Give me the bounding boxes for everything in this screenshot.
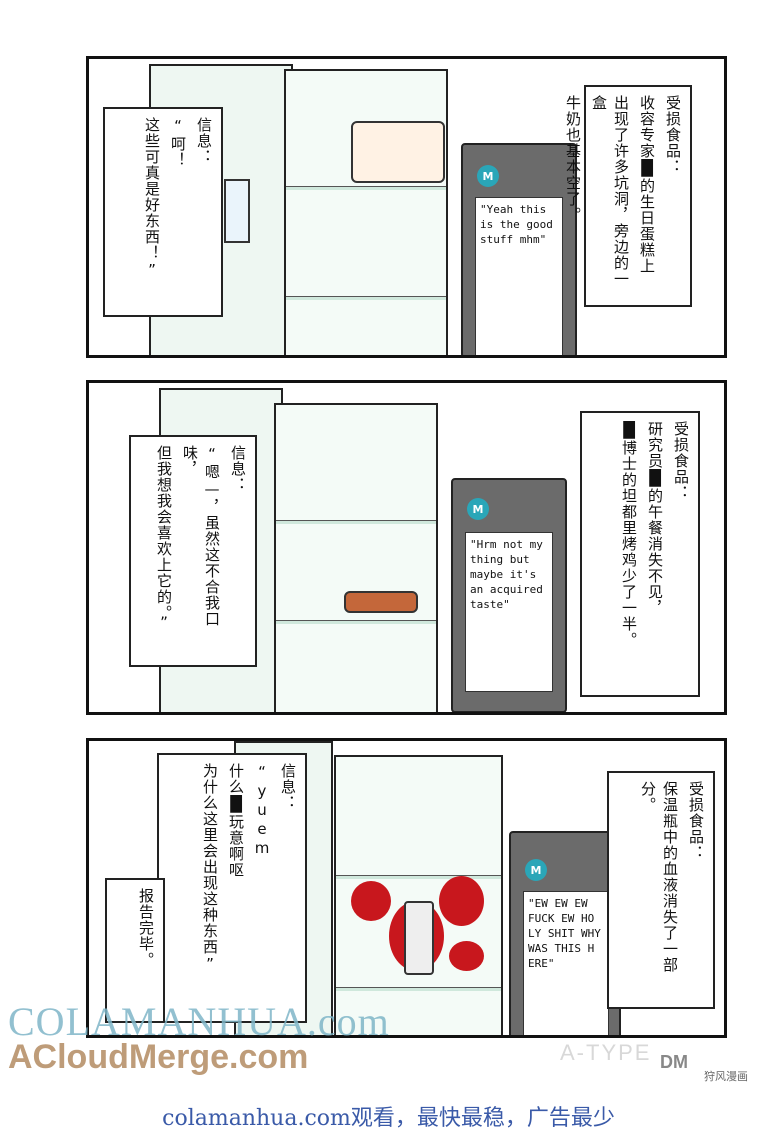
blood-splatter <box>439 876 484 926</box>
speech-line-1: “嗯—，虽然这不合我口味， <box>181 445 221 627</box>
speech-box: 信息： “嗯—，虽然这不合我口味， 但我想我会喜欢上它的。” <box>129 435 257 667</box>
report-label: 受损食品： <box>687 781 705 861</box>
phone: M "EW EW EW FUCK EW HO LY SHIT WHY WAS T… <box>509 831 621 1035</box>
footer-text: colamanhua.com观看，最快最稳，广告最少 <box>162 1106 615 1131</box>
report-line-1: 保温瓶中的血液消失了一部分。 <box>639 781 679 973</box>
watermark-atype: A-TYPE <box>560 1040 652 1065</box>
speech-label: 信息： <box>229 445 247 493</box>
thermos <box>404 901 434 975</box>
tandoori-chicken <box>344 591 418 613</box>
report-label: 受损食品： <box>664 95 682 175</box>
phone: M "Yeah this is the good stuff mhm" <box>461 143 577 355</box>
report-line-2: 出现了许多坑洞，旁边的一盒 <box>590 95 630 287</box>
speech-line-1: “yuem <box>253 763 271 858</box>
phone-message: "Yeah this is the good stuff mhm" <box>475 197 563 355</box>
phone-message: "EW EW EW FUCK EW HO LY SHIT WHY WAS THI… <box>523 891 609 1035</box>
report-box: 受损食品： 研究员█的午餐消失不见， █博士的坦都里烤鸡少了一半。 <box>580 411 700 697</box>
watermark-colamanhua: COLAMANHUA.com <box>8 999 390 1044</box>
speech-line-2: 这些可真是好东西！” <box>143 117 161 280</box>
speech-line-3: 为什么这里会出现这种东西” <box>201 763 219 974</box>
m-logo-icon: M <box>525 859 547 881</box>
panel-2: 信息： “嗯—，虽然这不合我口味， 但我想我会喜欢上它的。” M "Hrm no… <box>86 380 727 715</box>
m-logo-icon: M <box>467 498 489 520</box>
speech-line-1: “呵！ <box>169 117 187 168</box>
report-label: 受损食品： <box>672 421 690 501</box>
speech-label: 信息： <box>195 117 213 165</box>
watermark-small: 狩风漫画 <box>704 1070 748 1083</box>
report-end-label: 报告完毕。 <box>137 888 155 968</box>
speech-line-2: 但我想我会喜欢上它的。” <box>155 445 173 633</box>
panel-3: 信息： “yuem 什么█玩意啊呕 为什么这里会出现这种东西” 报告完毕。 M … <box>86 738 727 1038</box>
report-line-1: 研究员█的午餐消失不见， <box>646 421 664 616</box>
report-box: 受损食品： 收容专家█的生日蛋糕上 出现了许多坑洞，旁边的一盒 牛奶也基本空了。 <box>564 85 692 307</box>
report-box: 受损食品： 保温瓶中的血液消失了一部分。 <box>607 771 715 1009</box>
blood-splatter <box>351 881 391 921</box>
phone-message: "Hrm not my thing but maybe it's an acqu… <box>465 532 553 692</box>
speech-label: 信息： <box>279 763 297 811</box>
speech-box: 信息： “yuem 什么█玩意啊呕 为什么这里会出现这种东西” <box>157 753 307 1023</box>
watermark-dm: DM <box>660 1052 688 1072</box>
milk-carton <box>224 179 250 243</box>
blood-splatter <box>449 941 484 971</box>
panel-1: 信息： “呵！ 这些可真是好东西！” M "Yeah this is the g… <box>86 56 727 358</box>
m-logo-icon: M <box>477 165 499 187</box>
speech-line-2: 什么█玩意啊呕 <box>227 763 245 878</box>
cake <box>351 121 445 183</box>
report-end-box: 报告完毕。 <box>105 878 165 1023</box>
speech-box: 信息： “呵！ 这些可真是好东西！” <box>103 107 223 317</box>
fridge-interior <box>284 69 448 355</box>
report-line-2: █博士的坦都里烤鸡少了一半。 <box>620 421 638 648</box>
phone: M "Hrm not my thing but maybe it's an ac… <box>451 478 567 712</box>
report-line-3: 牛奶也基本空了。 <box>564 95 582 223</box>
watermark-acloudmerge: ACloudMerge.com <box>8 1038 309 1076</box>
report-line-1: 收容专家█的生日蛋糕上 <box>638 95 656 274</box>
fridge-interior <box>274 403 438 712</box>
